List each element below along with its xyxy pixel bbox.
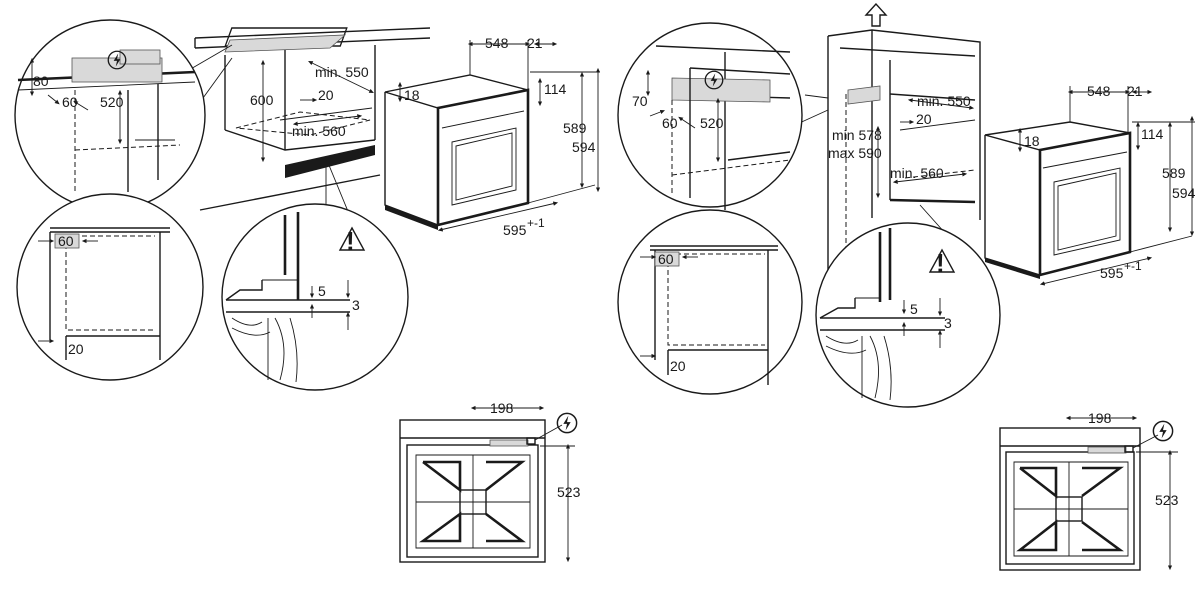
left-detail-520-label: 520	[100, 94, 124, 110]
left-oven-589-label: 589	[563, 120, 587, 136]
left-worktop-detail-circle: 80 60 520	[14, 19, 233, 211]
left-cabinet: 600 min. 550 20 min. 560	[224, 45, 376, 178]
right-installation: min. 550 20 min 578 max 590 min. 560 18 …	[617, 2, 1196, 408]
left-side-detail-circle: 60 20	[16, 193, 204, 381]
right-detail-70-label: 70	[632, 93, 648, 109]
right-gap-detail-circle: 5 3 !	[815, 204, 1001, 408]
left-worktop	[194, 27, 431, 211]
left-oven-depth-label: 548	[485, 35, 509, 51]
top-view-left: 198 523	[399, 400, 581, 563]
top-left-198-label: 198	[490, 400, 514, 416]
left-cabinet-height-label: 600	[250, 92, 274, 108]
right-oven-589-label: 589	[1162, 165, 1186, 181]
up-arrow-icon	[864, 2, 888, 27]
left-side-60-label: 60	[58, 233, 74, 249]
left-oven-18-label: 18	[404, 87, 420, 103]
left-gap-3-label: 3	[352, 297, 360, 313]
right-warning-icon: !	[936, 248, 945, 278]
right-side-60-label: 60	[658, 251, 674, 267]
left-oven-114-label: 114	[544, 81, 567, 97]
top-left-power-icon	[556, 412, 578, 434]
right-detail-60-label: 60	[662, 115, 678, 131]
top-left-523-label: 523	[557, 484, 581, 500]
right-column-detail-circle: 70 60 520	[617, 22, 829, 210]
top-right-power-icon	[1152, 420, 1174, 442]
right-gap-5-label: 5	[910, 301, 918, 317]
left-min550-label: min. 550	[315, 64, 369, 80]
right-min550-label: min. 550	[917, 93, 971, 109]
right-gap-3-label: 3	[944, 315, 952, 331]
right-max590-label: max 590	[828, 145, 882, 161]
right-oven-tolerance-label: +-1	[1124, 259, 1142, 273]
left-warning-icon: !	[346, 226, 355, 256]
right-oven-depth-label: 548	[1087, 83, 1111, 99]
top-view-right: 198 523	[999, 410, 1179, 571]
right-column-cabinet: min. 550 20 min 578 max 590 min. 560	[827, 29, 981, 270]
left-oven-width-label: 595	[503, 222, 527, 238]
right-oven-114-label: 114	[1141, 126, 1164, 142]
left-side-20-label: 20	[68, 341, 84, 357]
left-detail-60-label: 60	[62, 94, 78, 110]
right-side-detail-circle: 60 20	[617, 209, 803, 395]
right-side-20-label: 20	[670, 358, 686, 374]
left-gap-detail-circle: 5 3 !	[221, 157, 409, 391]
left-oven-21-label: 21	[527, 35, 543, 51]
right-min578-label: min 578	[832, 127, 882, 143]
right-oven-21-label: 21	[1127, 83, 1143, 99]
right-min560-label: min. 560	[890, 165, 944, 181]
right-oven-18-label: 18	[1024, 133, 1040, 149]
left-gap-5-label: 5	[318, 283, 326, 299]
right-gap20-label: 20	[916, 111, 932, 127]
left-oven-tolerance-label: +-1	[527, 216, 545, 230]
right-oven-width-label: 595	[1100, 265, 1124, 281]
left-gap20-label: 20	[318, 87, 334, 103]
right-oven: 18 548 21 114 589 594 595 +-1	[984, 83, 1196, 286]
left-detail-80-label: 80	[33, 73, 49, 89]
left-installation: 600 min. 550 20 min. 560 18 548 21	[14, 19, 601, 391]
right-detail-520-label: 520	[700, 115, 724, 131]
left-min560-label: min. 560	[292, 123, 346, 139]
right-oven-594-label: 594	[1172, 185, 1196, 201]
left-oven-594-label: 594	[572, 139, 596, 155]
top-right-523-label: 523	[1155, 492, 1179, 508]
top-right-198-label: 198	[1088, 410, 1112, 426]
left-oven: 18 548 21 114 589 594 595 +-1	[384, 35, 601, 238]
